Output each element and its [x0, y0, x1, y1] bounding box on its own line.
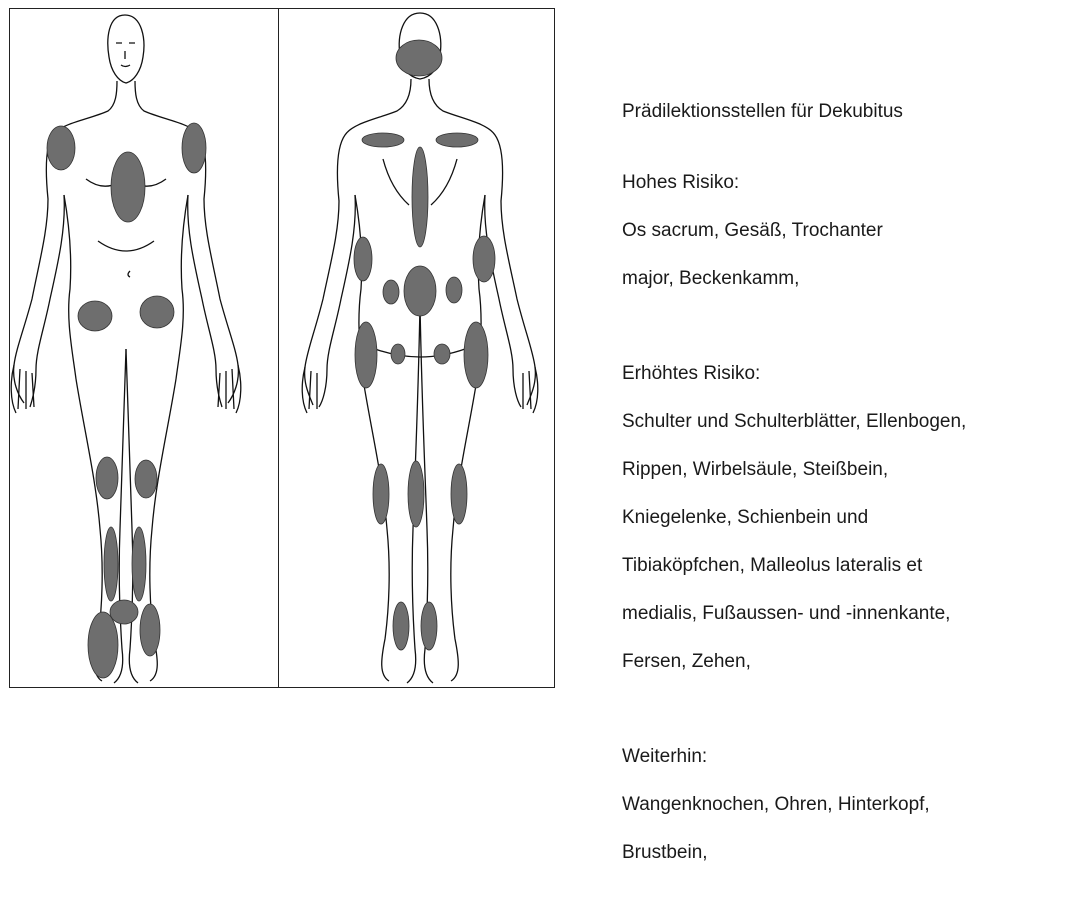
legend-title: Prädilektionsstellen für Dekubitus	[622, 100, 1062, 124]
zone-calf-right	[373, 464, 389, 524]
section-high-risk: Hohes Risiko: Os sacrum, Gesäß, Trochant…	[622, 147, 1062, 315]
risk-legend: Prädilektionsstellen für Dekubitus Hohes…	[622, 100, 1062, 912]
section-heading: Hohes Risiko:	[622, 171, 1062, 195]
back-body-outline	[302, 13, 538, 683]
section-line: Brustbein,	[622, 841, 1062, 865]
zone-hip-right	[78, 301, 112, 331]
section-further: Weiterhin: Wangenknochen, Ohren, Hinterk…	[622, 721, 1062, 889]
section-heading: Weiterhin:	[622, 745, 1062, 769]
zone-shin-left	[132, 527, 146, 601]
zone-sternum	[111, 152, 145, 222]
zone-scapula-right	[362, 133, 404, 147]
zone-elbow-left	[473, 236, 495, 282]
zone-knee-left	[135, 460, 157, 498]
section-heading: Erhöhtes Risiko:	[622, 362, 1062, 386]
zone-coccyx-left	[434, 344, 450, 364]
zone-elbow-right	[354, 237, 372, 281]
zone-buttock-right	[383, 280, 399, 304]
section-line: Tibiaköpfchen, Malleolus lateralis et	[622, 554, 1062, 578]
diagram-canvas: Prädilektionsstellen für Dekubitus Hohes…	[0, 0, 1087, 686]
section-line: Schulter und Schulterblätter, Ellenbogen…	[622, 410, 1062, 434]
zone-heel-left	[421, 602, 437, 650]
zone-back-of-head	[396, 40, 442, 76]
zone-shoulder-left	[182, 123, 206, 173]
zone-shoulder-right	[47, 126, 75, 170]
front-pressure-zones	[47, 123, 206, 678]
section-line: medialis, Fußaussen- und -innenkante,	[622, 602, 1062, 626]
zone-buttock-left	[446, 277, 462, 303]
zone-coccyx-right	[391, 344, 405, 364]
zone-trochanter-right	[355, 322, 377, 388]
zone-sacrum	[404, 266, 436, 316]
zone-spine	[412, 147, 428, 247]
zone-foot-left	[140, 604, 160, 656]
section-line: Fersen, Zehen,	[622, 650, 1062, 674]
section-line: Kniegelenke, Schienbein und	[622, 506, 1062, 530]
zone-shin-right	[104, 527, 118, 601]
front-body-outline	[11, 15, 241, 683]
section-line: Wangenknochen, Ohren, Hinterkopf,	[622, 793, 1062, 817]
zone-calf-center	[408, 461, 424, 527]
zone-foot-right	[88, 612, 118, 678]
back-body-figure	[279, 9, 554, 686]
zone-heel-right	[393, 602, 409, 650]
zone-calf-left	[451, 464, 467, 524]
zone-knee-right	[96, 457, 118, 499]
zone-trochanter-left	[464, 322, 488, 388]
section-line: Os sacrum, Gesäß, Trochanter	[622, 219, 1062, 243]
zone-ankle-center	[110, 600, 138, 624]
zone-scapula-left	[436, 133, 478, 147]
section-line: Rippen, Wirbelsäule, Steißbein,	[622, 458, 1062, 482]
section-line: major, Beckenkamm,	[622, 267, 1062, 291]
front-body-figure	[10, 9, 278, 686]
section-elevated-risk: Erhöhtes Risiko: Schulter und Schulterbl…	[622, 338, 1062, 698]
back-pressure-zones	[354, 40, 495, 650]
zone-hip-left	[140, 296, 174, 328]
